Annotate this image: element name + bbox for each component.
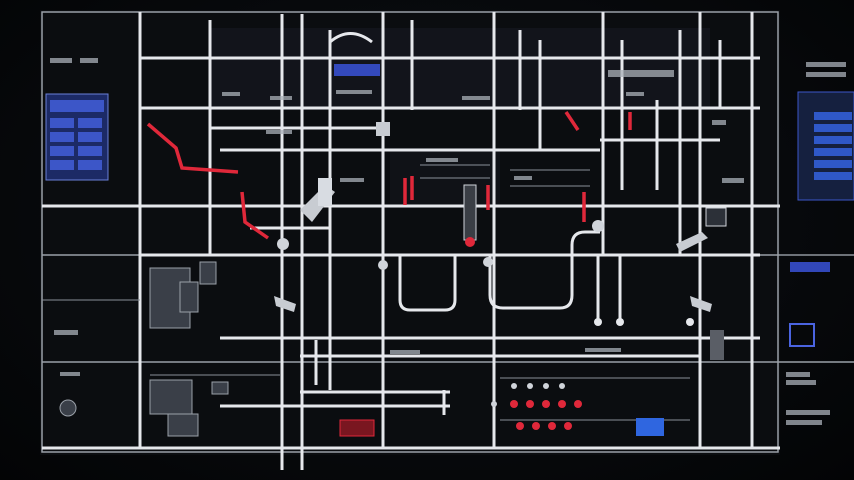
horizontal-pipes [42, 56, 780, 450]
red-pipes [146, 111, 632, 240]
pump-icon [676, 232, 708, 252]
valve-icon [616, 318, 624, 326]
illegible-labels [50, 58, 846, 425]
lower-left-components [59, 261, 229, 437]
switch-row [491, 383, 582, 430]
blue-symbol-icon [789, 323, 815, 347]
red-display-box [339, 419, 375, 437]
heater-unit [318, 178, 332, 206]
secondary-lines [42, 164, 854, 421]
valve-icon [274, 296, 296, 312]
vertical-pipes [138, 12, 754, 470]
right-monitor-screen [797, 91, 854, 201]
control-valve [710, 330, 724, 360]
valve-icon [483, 257, 493, 267]
equipment [274, 122, 727, 360]
valve-icon [705, 207, 727, 227]
valve-icon [690, 296, 712, 312]
valve-icon [592, 220, 604, 232]
blue-button-indicator [636, 418, 664, 436]
red-indicator-light [465, 237, 475, 247]
blue-title-label [334, 64, 380, 76]
valve-icon [594, 318, 602, 326]
top-banner-area [210, 28, 710, 110]
right-blue-label [790, 262, 830, 272]
column-vessel [463, 184, 477, 241]
valve-icon [378, 260, 388, 270]
valve-icon [277, 238, 289, 250]
left-monitor-screen [45, 93, 109, 181]
valve-icon [686, 318, 694, 326]
u-bend-pipes [329, 32, 600, 312]
valve-icon [376, 122, 390, 136]
